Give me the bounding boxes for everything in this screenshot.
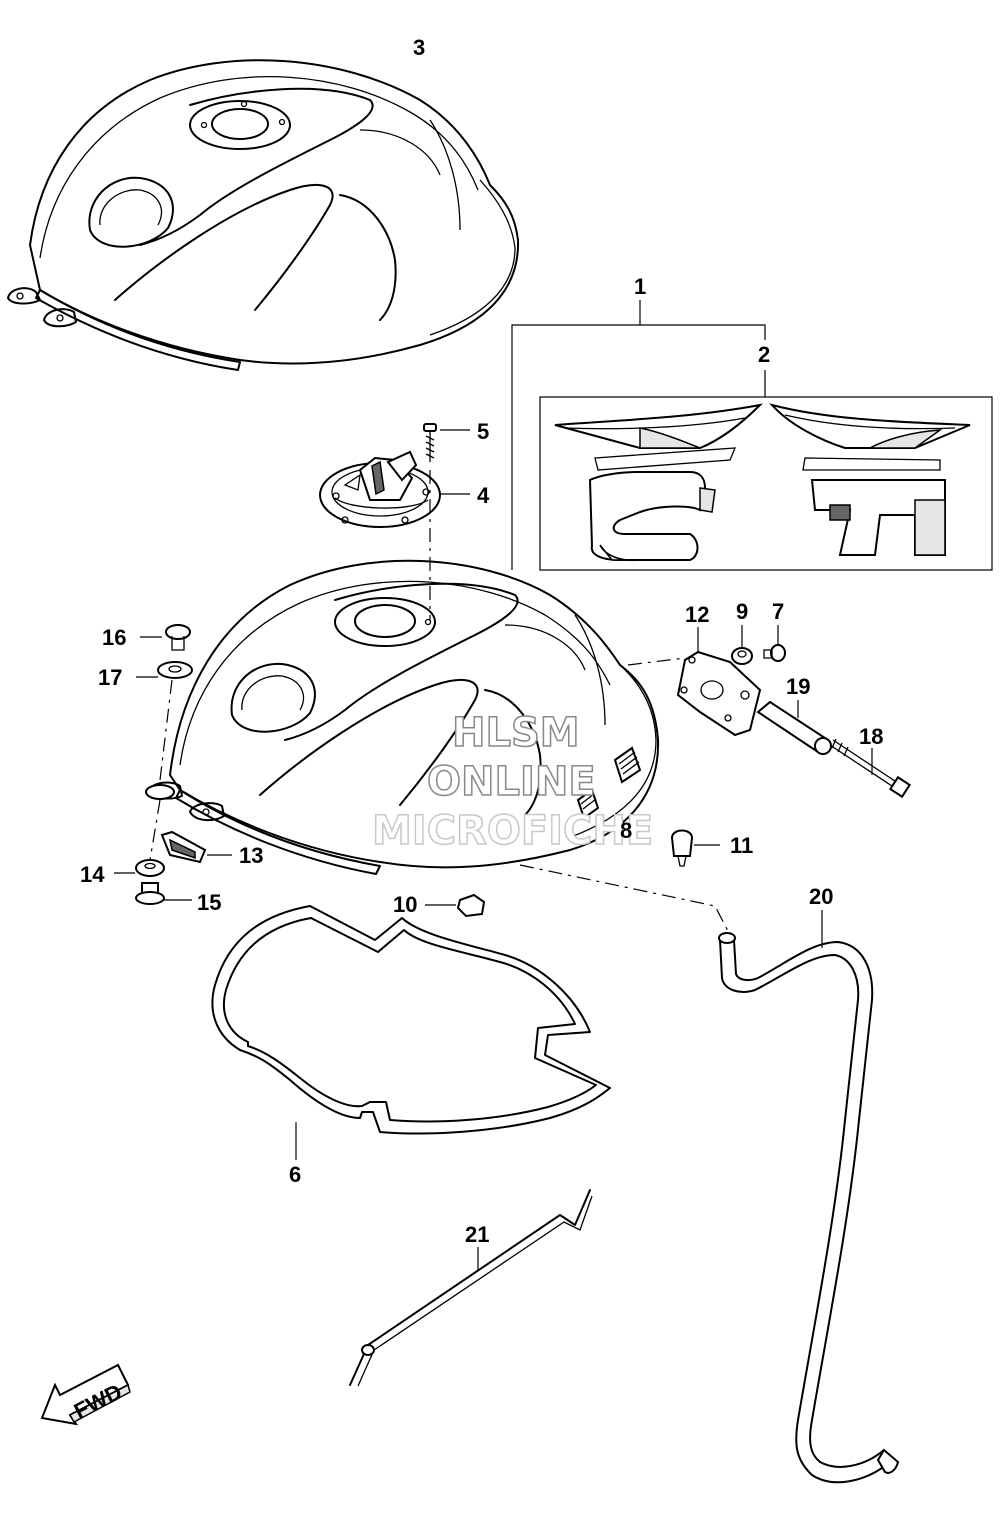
bracket-axis-line <box>627 657 686 666</box>
bolt-part-16 <box>140 624 191 651</box>
callout-2: 2 <box>758 342 770 367</box>
callout-5: 5 <box>477 419 489 444</box>
fwd-direction-arrow: FWD <box>40 1363 131 1426</box>
screw-part-5 <box>423 423 470 462</box>
clamp-part-10 <box>425 893 486 918</box>
washer-part-17 <box>136 661 193 679</box>
bolt-axis-line <box>159 679 173 781</box>
decal-set-part-1 <box>511 300 993 571</box>
gasket-part-6 <box>211 905 611 1160</box>
damper-axis-line <box>149 799 161 861</box>
callout-8: 8 <box>620 818 632 843</box>
drain-fitting-part-11 <box>670 829 720 867</box>
cushion-part-13 <box>160 830 232 864</box>
callout-21: 21 <box>465 1222 489 1247</box>
callout-10: 10 <box>393 892 417 917</box>
callout-14: 14 <box>80 862 105 887</box>
mount-washer <box>145 784 175 800</box>
watermark-line-3: MICROFICHE <box>372 808 653 854</box>
bracket-part-12 <box>676 627 762 737</box>
callout-7: 7 <box>772 599 784 624</box>
vent-grille-part-8 <box>576 746 642 820</box>
watermark-line-1: HLSM <box>452 710 580 756</box>
fuel-cap-part-4 <box>319 450 470 528</box>
collar-part-9 <box>731 625 753 665</box>
callout-labels: 1 2 3 4 5 6 7 8 9 10 11 12 13 14 15 16 1… <box>80 35 883 1247</box>
callout-13: 13 <box>239 843 263 868</box>
callout-11: 11 <box>730 833 753 858</box>
callout-9: 9 <box>736 599 748 624</box>
callout-1: 1 <box>634 274 646 299</box>
callout-12: 12 <box>685 602 709 627</box>
spacer-part-19 <box>756 700 832 755</box>
collar-part-15 <box>135 882 192 905</box>
callout-4: 4 <box>477 483 490 508</box>
callout-15: 15 <box>197 890 221 915</box>
callout-19: 19 <box>786 674 810 699</box>
callout-3: 3 <box>413 35 425 60</box>
callout-18: 18 <box>859 724 883 749</box>
callout-17: 17 <box>98 665 122 690</box>
callout-6: 6 <box>289 1162 301 1187</box>
callout-16: 16 <box>102 625 126 650</box>
rod-part-21 <box>349 1189 593 1387</box>
bolt-part-7 <box>763 625 786 662</box>
watermark-line-2: ONLINE <box>427 759 596 805</box>
callout-20: 20 <box>809 884 833 909</box>
bolt-part-18 <box>829 738 912 799</box>
damper-part-14 <box>114 859 165 877</box>
decals-part-2 <box>554 403 971 562</box>
hose-route-line <box>519 864 731 936</box>
fuel-tank <box>149 559 660 875</box>
breather-hose-part-20 <box>718 910 900 1484</box>
watermark: HLSM ONLINE MICROFICHE <box>371 709 654 855</box>
tank-cover-part-3 <box>7 59 520 371</box>
